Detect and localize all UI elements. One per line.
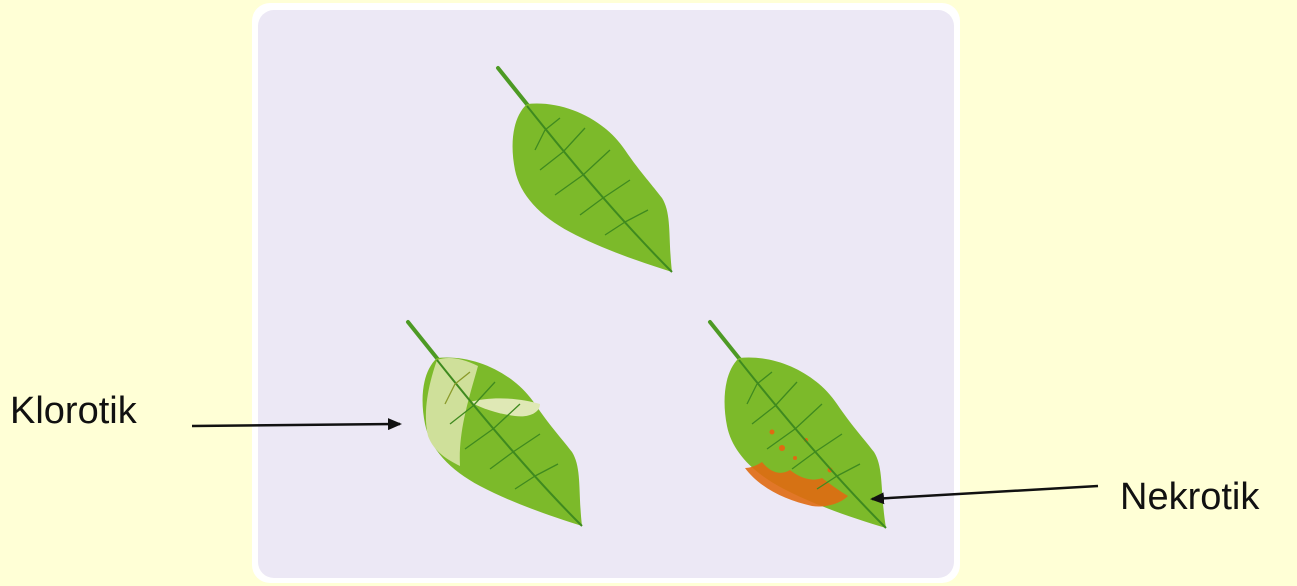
klorotik-label: Klorotik bbox=[10, 390, 137, 432]
healthy-leaf bbox=[496, 66, 673, 273]
nekrotik-arrow bbox=[870, 484, 1099, 505]
klorotik-arrow bbox=[191, 418, 402, 431]
necrotic-leaf bbox=[708, 320, 887, 529]
illustration-panel bbox=[252, 3, 960, 583]
chlorotic-leaf bbox=[406, 320, 583, 527]
nekrotik-label: Nekrotik bbox=[1120, 476, 1260, 518]
